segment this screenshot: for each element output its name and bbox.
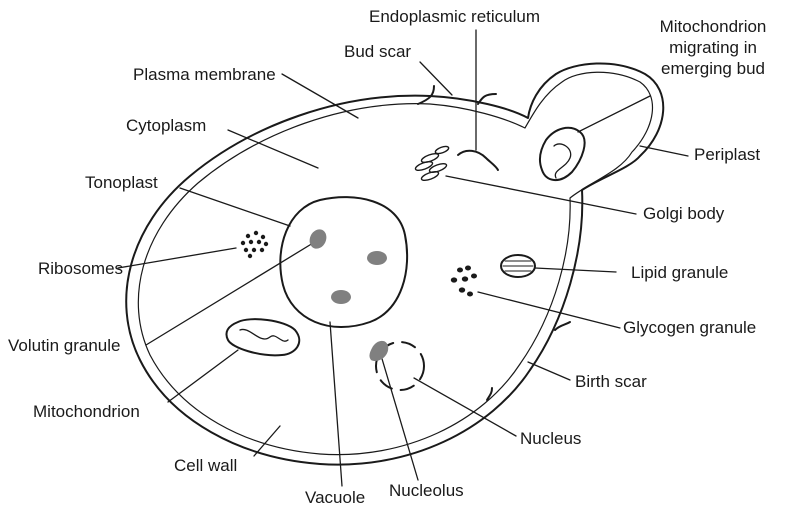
- leader-lipid: [535, 268, 616, 272]
- glycogen-dots: [451, 266, 477, 297]
- label-mitochondrion-bud-1: Mitochondrion: [640, 17, 786, 37]
- golgi-body-shape: [414, 145, 449, 182]
- lipid-granule-shape: [501, 255, 535, 277]
- er-shape: [458, 151, 498, 170]
- leader-mito-bud: [578, 96, 650, 132]
- label-cytoplasm: Cytoplasm: [126, 116, 206, 136]
- label-lipid-granule: Lipid granule: [631, 263, 728, 283]
- label-birth-scar: Birth scar: [575, 372, 647, 392]
- label-plasma-membrane: Plasma membrane: [133, 65, 276, 85]
- bud-mitochondrion-shape: [540, 128, 585, 180]
- label-vacuole: Vacuole: [305, 488, 365, 508]
- birth-scar-ridge-top: [555, 322, 570, 330]
- label-nucleus: Nucleus: [520, 429, 581, 449]
- volutin-granule-dot-2: [367, 251, 387, 265]
- leader-birth-scar: [528, 362, 570, 380]
- leader-periplast: [640, 146, 688, 156]
- label-cell-wall: Cell wall: [174, 456, 237, 476]
- volutin-granule-dot: [307, 227, 330, 252]
- leader-plasma-membrane: [282, 74, 358, 118]
- label-endoplasmic-reticulum: Endoplasmic reticulum: [369, 7, 540, 27]
- label-mitochondrion-bud-2: migrating in: [640, 38, 786, 58]
- ribosome-dots: [241, 231, 268, 258]
- cell-wall-outline: [126, 63, 663, 464]
- leader-golgi: [446, 176, 636, 214]
- label-glycogen-granule: Glycogen granule: [623, 318, 756, 338]
- leader-bud-scar: [420, 62, 452, 95]
- leader-mitochondrion: [168, 350, 238, 402]
- leader-nucleus: [414, 378, 516, 436]
- label-mitochondrion-bud-3: emerging bud: [640, 59, 786, 79]
- leader-volutin: [146, 240, 318, 345]
- label-periplast: Periplast: [694, 145, 760, 165]
- label-golgi-body: Golgi body: [643, 204, 724, 224]
- label-bud-scar: Bud scar: [344, 42, 411, 62]
- vacuole-outline: [280, 197, 407, 327]
- label-mitochondrion: Mitochondrion: [33, 402, 140, 422]
- nucleolus-shape: [369, 341, 388, 361]
- leader-glycogen: [478, 292, 620, 328]
- label-tonoplast: Tonoplast: [85, 173, 158, 193]
- volutin-granule-dot-3: [331, 290, 351, 304]
- leader-tonoplast: [180, 188, 290, 226]
- leader-vacuole: [330, 322, 342, 486]
- label-ribosomes: Ribosomes: [38, 259, 123, 279]
- label-nucleolus: Nucleolus: [389, 481, 464, 501]
- label-volutin-granule: Volutin granule: [8, 336, 120, 356]
